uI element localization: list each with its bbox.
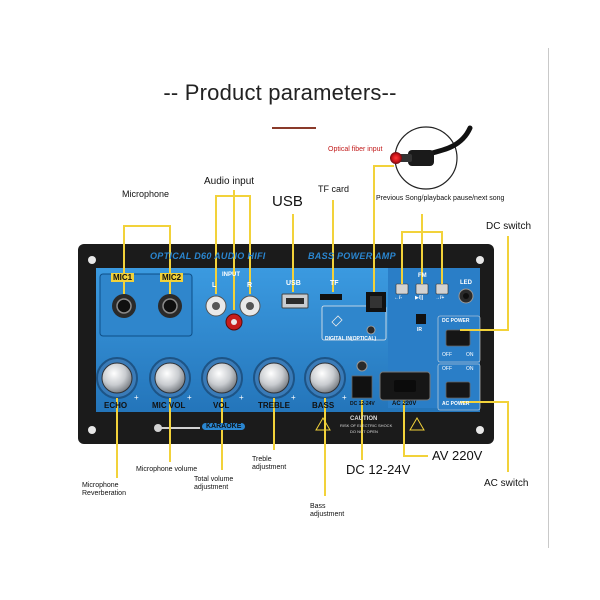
av-220v-callout: AV 220V (432, 448, 483, 463)
tf-board-label: TF (330, 280, 339, 287)
microphone-volume-callout: Microphone volume (136, 466, 198, 473)
mic-vol-label: MIC VOL (152, 401, 186, 410)
knob-vol (201, 357, 243, 399)
ac-power-label: AC POWER (442, 401, 470, 407)
mic2-label: MIC2 (160, 273, 184, 282)
total-volume-callout-1: Total volume (194, 476, 234, 483)
ir-label: IR (417, 327, 422, 333)
input-r-label: R (247, 282, 253, 289)
board-top-text: OPTICAL D60 AUDIO HIFI (150, 251, 266, 261)
bass-label: BASS (312, 401, 335, 410)
plus-echo: + (134, 393, 139, 402)
board-top-text-right: BASS POWER AMP (308, 251, 396, 261)
led-label: LED (460, 280, 472, 286)
callout-lines (116, 165, 509, 496)
prev-play-next-callout: Previous Song/playback pause/next song (376, 195, 505, 202)
plus-mic-vol: + (187, 393, 192, 402)
ac-switch-callout: AC switch (484, 478, 529, 489)
ac-off-label: OFF (442, 366, 452, 372)
microphone-callout: Microphone (122, 189, 170, 199)
audio-input-callout: Audio input (204, 176, 255, 187)
optical-fiber-input-callout: Optical fiber input (328, 146, 383, 153)
digital-in-label: DIGITAL IN(OPTICAL) (325, 336, 377, 342)
caution-label: CAUTION (350, 416, 378, 422)
treble-adjustment-callout-2: adjustment (252, 464, 287, 471)
divider-line (548, 48, 549, 548)
btn-next-label: →/+ (435, 295, 445, 301)
usb-board-label: USB (286, 280, 301, 287)
tf-card-callout: TF card (318, 184, 350, 194)
plus-bass: + (342, 393, 347, 402)
total-volume-callout-2: adjustment (194, 484, 229, 491)
bass-adjustment-callout-1: Bass (310, 503, 326, 510)
page-title: -- Product parameters-- (163, 80, 397, 105)
plus-treble: + (291, 393, 296, 402)
dc-off-label: OFF (442, 352, 452, 358)
input-l-label: L (212, 282, 217, 289)
ac-on-label: ON (466, 366, 474, 372)
caution-sub2: DO NOT OPEN (350, 429, 378, 434)
knob-echo (96, 357, 138, 399)
dc-switch-callout: DC switch (486, 221, 532, 232)
knob-treble (253, 357, 295, 399)
vol-label: VOL (213, 401, 230, 410)
microphone-reverb-callout-2: Reverberation (82, 490, 126, 497)
treble-label: TREBLE (258, 401, 290, 410)
dc-on-label: ON (466, 352, 474, 358)
echo-label: ECHO (104, 401, 128, 410)
bass-adjustment-callout-2: adjustment (310, 511, 345, 518)
mic1-label: MIC1 (111, 273, 135, 282)
ac-voltage-board-label: AC 220V (392, 401, 417, 407)
knob-mic-vol (149, 357, 191, 399)
caution-sub1: RISK OF ELECTRIC SHOCK (340, 423, 393, 428)
plus-vol: + (239, 393, 244, 402)
dc-power-label: DC POWER (442, 318, 470, 324)
input-label: INPUT (222, 272, 240, 278)
dc-12-24v-callout: DC 12-24V (346, 462, 411, 477)
treble-adjustment-callout-1: Treble (252, 456, 272, 463)
fm-label: FM (418, 273, 427, 279)
optical-cable-icon (390, 125, 473, 190)
btn-prev-label: ←/- (394, 295, 403, 301)
dc-voltage-board-label: DC 12-24V (350, 401, 375, 407)
title-underline (272, 127, 316, 129)
usb-callout: USB (272, 193, 303, 210)
microphone-reverb-callout-1: Microphone (82, 482, 119, 489)
karaoke-label: KARAOKE (202, 423, 246, 430)
knob-bass (304, 357, 346, 399)
btn-play-label: ▶/|| (415, 295, 424, 301)
